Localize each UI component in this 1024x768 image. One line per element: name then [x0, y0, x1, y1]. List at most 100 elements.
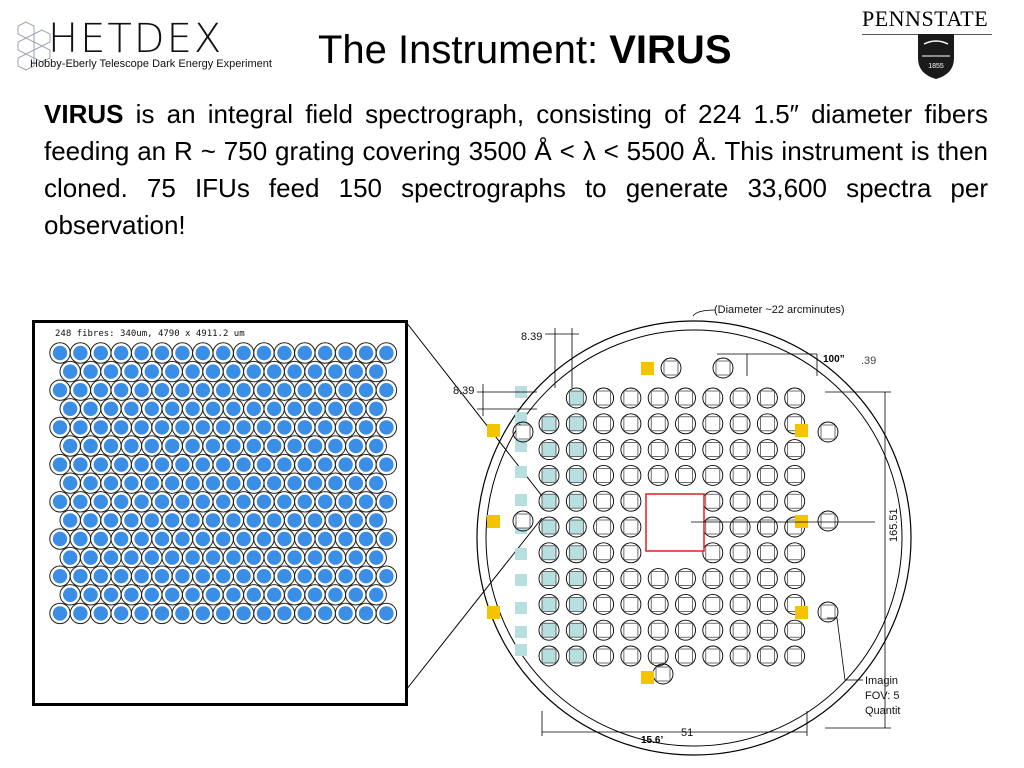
fiber	[243, 360, 265, 383]
ifu-cell	[538, 619, 560, 641]
ifu-cell	[729, 490, 751, 512]
ifu-cell	[620, 413, 642, 435]
fiber	[100, 435, 122, 457]
imaging-label-3: Quantit	[865, 705, 900, 717]
ifu-cell	[538, 568, 560, 590]
ifu-cell	[702, 413, 724, 435]
fiber	[283, 584, 306, 606]
fiber	[263, 584, 285, 606]
fiber	[283, 472, 306, 494]
fiber-bundle-graphic	[49, 342, 398, 625]
fiber	[355, 528, 377, 550]
fiber	[294, 565, 316, 587]
ifu-cell	[565, 542, 587, 564]
fiber	[304, 435, 326, 457]
fiber	[273, 528, 296, 550]
ifu-cell	[702, 619, 724, 641]
pennstate-shield-icon: 1855	[918, 34, 954, 79]
fiber	[345, 546, 367, 569]
fiber	[110, 453, 132, 476]
ifu-cell	[729, 516, 751, 538]
fiber	[232, 453, 255, 476]
outer-ifu-cell	[512, 421, 534, 443]
fiber	[151, 491, 173, 513]
fiber	[314, 453, 336, 476]
fiber	[151, 565, 173, 587]
fiber	[324, 509, 347, 532]
dim-top-label: 8.39	[521, 331, 542, 343]
fiber	[192, 342, 214, 364]
ifu-cell	[538, 439, 560, 461]
ifu-cell	[756, 645, 778, 667]
hetdex-logo: HETDEX Hobby-Eberly Telescope Dark Energ…	[8, 14, 272, 74]
fiber	[294, 491, 316, 513]
fiber	[141, 509, 163, 532]
fiber	[120, 472, 143, 494]
dim-left-label: 8.39	[453, 385, 474, 397]
fiber	[49, 602, 71, 625]
fiber	[100, 546, 122, 569]
focal-plane-diagram: (Diameter ~22 arcminutes) 8.39 8.39 100”…	[453, 304, 912, 756]
ifu-cell	[675, 464, 696, 486]
fiber	[355, 379, 377, 401]
ifu-cell	[702, 490, 724, 512]
fiber	[192, 416, 214, 439]
fiber	[365, 546, 387, 569]
ifu-cell	[702, 387, 724, 409]
fiber	[375, 565, 398, 587]
fiber	[273, 565, 296, 587]
pennstate-wordmark: PENNSTATE	[862, 6, 989, 31]
fiber	[202, 435, 224, 457]
fiber	[232, 416, 255, 439]
fiber	[314, 379, 336, 401]
fiber	[202, 509, 224, 532]
guide-probe	[795, 606, 808, 619]
fiber	[222, 509, 245, 532]
fiber	[314, 416, 336, 439]
pennstate-logo: PENNSTATE 1855	[862, 6, 992, 86]
ifu-cell	[675, 387, 696, 409]
fiber	[161, 360, 183, 383]
fiber	[232, 379, 255, 401]
ifu-cell	[593, 593, 615, 615]
fiber	[90, 602, 112, 625]
ifu-cell	[620, 593, 642, 615]
ifu-cell	[702, 516, 724, 538]
ifu-cell	[593, 413, 615, 435]
fiber	[141, 546, 163, 569]
fiber	[314, 602, 336, 625]
fiber	[90, 491, 112, 513]
fiber	[253, 602, 275, 625]
dim-39-label: .39	[861, 355, 876, 367]
fiber	[212, 342, 234, 364]
ifu-cell	[620, 464, 642, 486]
fiber	[151, 416, 173, 439]
fiber	[334, 379, 357, 401]
fiber	[294, 602, 316, 625]
ifu-cell	[620, 645, 642, 667]
ifu-cell	[702, 568, 724, 590]
ifu-cell	[756, 516, 778, 538]
fiber	[130, 491, 153, 513]
fiber	[375, 528, 398, 550]
fiber	[324, 435, 347, 457]
outer-ifu-cell	[660, 357, 682, 379]
ifu-cell	[565, 387, 587, 409]
ifu-cell	[784, 490, 806, 512]
description-lead: VIRUS	[44, 99, 124, 129]
fiber	[304, 398, 326, 420]
fiber	[324, 398, 347, 420]
hetdex-logo-text: HETDEX	[48, 16, 224, 62]
ifu-cell	[565, 464, 587, 486]
outer-ifu-cell	[512, 510, 534, 532]
ifu-cell	[729, 645, 751, 667]
fiber	[49, 491, 71, 513]
hetdex-subtitle: Hobby-Eberly Telescope Dark Energy Exper…	[30, 58, 272, 70]
ifu-cell	[620, 490, 642, 512]
ifu-cell	[756, 387, 778, 409]
fiber	[171, 453, 194, 476]
ifu-cell	[647, 619, 669, 641]
fiber	[273, 416, 296, 439]
fiber	[69, 453, 92, 476]
guide-probe	[795, 515, 808, 528]
